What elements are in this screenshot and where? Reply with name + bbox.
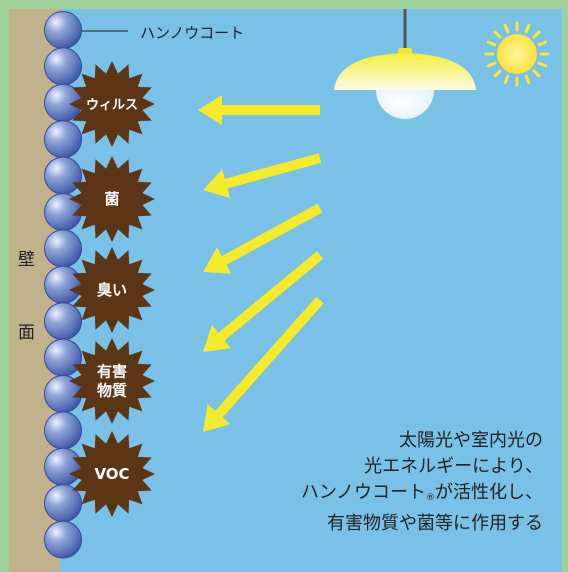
light-arrow-icon [198, 95, 320, 125]
frame-right [562, 0, 568, 572]
light-arrow-icon [203, 153, 322, 199]
coat-label: ハンノウコート [140, 24, 245, 42]
caption-line-2: 光エネルギーにより、 [364, 456, 543, 477]
coating-sphere-icon [44, 520, 82, 559]
coating-sphere-icon [44, 411, 82, 450]
caption-line-3-a: ハンノウコート [300, 482, 426, 503]
light-arrow-icon [203, 203, 323, 274]
contaminant-bacteria: 菌 [69, 156, 155, 242]
contaminant-label: 有害 [97, 363, 127, 381]
frame-top [0, 0, 568, 9]
caption-line-1: 太陽光や室内光の [399, 430, 543, 451]
contaminant-label: VOC [94, 465, 129, 483]
contaminant-odor: 臭い [69, 247, 155, 333]
light-arrow-icon [203, 251, 324, 352]
wall-label-1: 壁 [18, 250, 35, 270]
caption-line-3-b: が活性化し、 [435, 482, 543, 503]
coating-sphere-icon [44, 265, 82, 304]
coating-sphere-icon [44, 229, 82, 268]
light-arrows [198, 95, 324, 432]
coating-sphere-icon [44, 338, 82, 377]
coating-sphere-icon [44, 11, 82, 49]
caption-line-3: ハンノウコート®が活性化し、 [223, 480, 543, 511]
sun-icon [484, 21, 550, 87]
frame-left [0, 0, 9, 572]
lamp-icon [334, 9, 476, 119]
contaminant-toxins: 有害物質 [69, 338, 155, 424]
coating-sphere-icon [44, 302, 82, 341]
caption: 太陽光や室内光の 光エネルギーにより、 ハンノウコート®が活性化し、 有害物質や… [223, 428, 543, 537]
coating-sphere-icon [44, 447, 82, 486]
coating-spheres [44, 11, 82, 559]
coating-sphere-icon [44, 156, 82, 195]
contaminant-label: ウィルス [86, 98, 138, 113]
coating-sphere-icon [44, 120, 82, 159]
contaminant-label: 菌 [104, 190, 119, 208]
wall-label-2: 面 [18, 323, 35, 343]
contaminant-virus: ウィルス [69, 61, 155, 147]
contaminant-label: 臭い [97, 281, 127, 299]
contaminant-voc: VOC [69, 431, 155, 517]
light-arrow-icon [203, 296, 324, 432]
coating-sphere-icon [44, 47, 82, 86]
caption-line-4: 有害物質や菌等に作用する [327, 513, 543, 534]
contaminant-label: 物質 [97, 382, 127, 400]
registered-mark: ® [426, 493, 435, 503]
